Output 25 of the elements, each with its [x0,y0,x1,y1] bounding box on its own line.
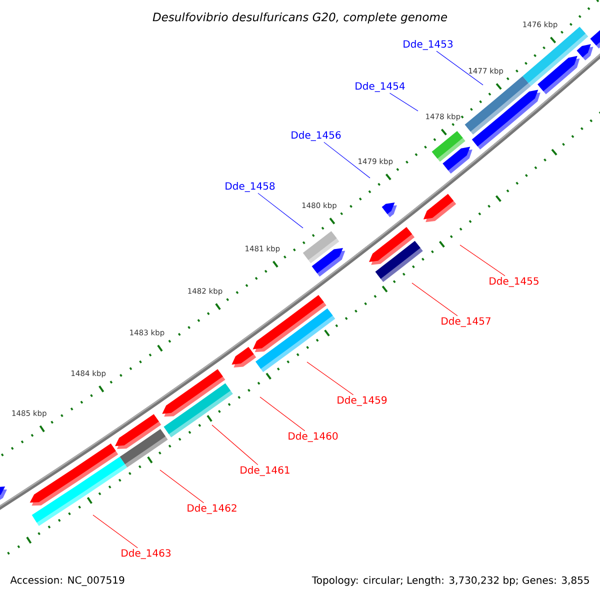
gene-label: Dde_1461 [240,466,290,476]
gene-label: Dde_1462 [188,504,236,514]
genome-info-text: Topology: circular; Length: 3,730,232 bp; Genes: 3,855 [312,576,589,586]
map-title: Desulfovibrio desulfuricans G20, complete genome [152,12,448,24]
leader-line [260,396,306,432]
accession-text: Accession: NC_007519 [10,576,124,586]
gene-label: Dde_1463 [122,549,171,559]
leader-line [412,282,458,316]
gene-label: Dde_1453 [404,40,453,50]
leader-line [258,192,304,228]
leader-line [160,470,204,504]
leader-line [436,50,484,86]
leader-line [460,244,506,276]
leader-line [306,362,354,396]
leader-line [92,514,138,548]
gene-label: Dde_1458 [226,182,275,192]
leader-line [212,424,258,466]
gene-label: Dde_1456 [292,131,341,141]
gene-label: Dde_1454 [356,82,405,92]
leader-line [389,92,418,112]
gene-label: Dde_1457 [442,317,490,327]
gene-label: Dde_1460 [288,432,338,442]
gene-label: Dde_1459 [338,396,387,406]
leader-line [324,142,370,178]
gene-label: Dde_1455 [490,277,538,287]
